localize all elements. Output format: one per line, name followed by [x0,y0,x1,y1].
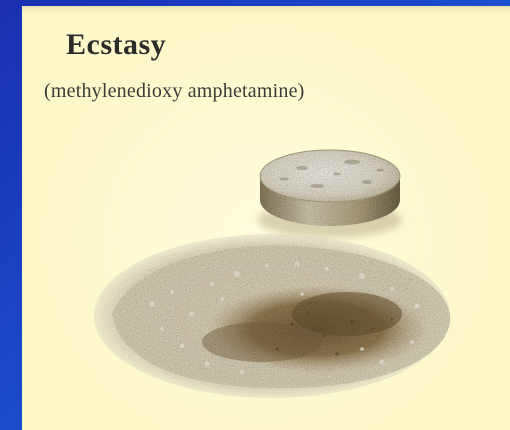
slide-top-band [22,6,510,14]
slide-subtitle: (methylenedioxy amphetamine) [44,80,305,102]
powder-pile [94,234,451,398]
slide-title: Ecstasy [66,28,167,61]
slide: Ecstasy (methylenedioxy amphetamine) [22,6,510,430]
tablet [259,149,401,226]
tablet-and-powder-photo [94,149,451,398]
